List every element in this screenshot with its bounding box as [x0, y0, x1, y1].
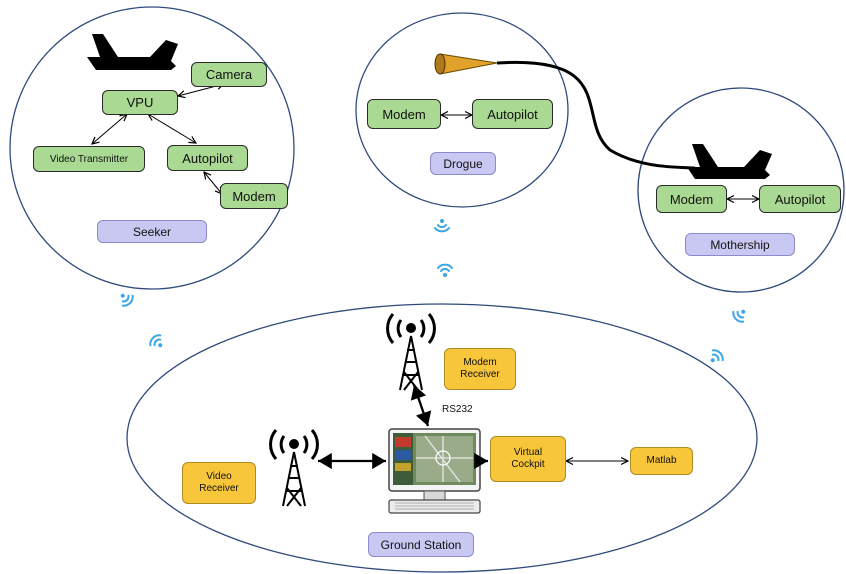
wifi-signal-icon: [732, 309, 746, 323]
virtual-cockpit-box: Virtual Cockpit: [490, 436, 566, 482]
rs232-label: RS232: [442, 404, 473, 415]
seeker-video-transmitter-box: Video Transmitter: [33, 146, 145, 172]
drogue-label: Drogue: [430, 152, 496, 175]
wifi-signal-icon: [710, 349, 724, 363]
antenna-tower-icon: [386, 313, 436, 391]
mothership-modem-box: Modem: [656, 185, 727, 213]
seeker-label: Seeker: [97, 220, 207, 243]
airplane-icon: [687, 144, 772, 179]
wifi-signal-icon: [149, 334, 163, 348]
drogue-autopilot-box: Autopilot: [472, 99, 553, 129]
matlab-box: Matlab: [630, 447, 693, 475]
seeker-modem-box: Modem: [220, 183, 288, 209]
antenna-tower-icon: [269, 429, 319, 507]
seeker-autopilot-box: Autopilot: [167, 145, 248, 171]
wifi-signal-icon: [434, 219, 450, 233]
connector-autopilot-modem: [204, 172, 222, 194]
seeker-vpu-box: VPU: [102, 90, 178, 115]
seeker-camera-box: Camera: [191, 62, 267, 87]
drogue-cone-mouth: [434, 53, 446, 75]
wifi-signal-icon: [437, 263, 453, 277]
monitor-icon: [388, 428, 481, 514]
drogue-tether-line: [496, 60, 696, 170]
video-receiver-box: Video Receiver: [182, 462, 256, 504]
ground-station-label: Ground Station: [368, 532, 474, 557]
modem-receiver-box: Modem Receiver: [444, 348, 516, 390]
connector-modem-antenna-computer: [410, 384, 432, 427]
airplane-icon: [87, 34, 178, 70]
connector-vpu-video-transmitter: [92, 114, 127, 144]
connector-vpu-autopilot: [148, 114, 196, 143]
mothership-label: Mothership: [685, 233, 795, 256]
drogue-modem-box: Modem: [367, 99, 441, 129]
mothership-autopilot-box: Autopilot: [759, 185, 841, 213]
wifi-signal-icon: [120, 293, 134, 307]
